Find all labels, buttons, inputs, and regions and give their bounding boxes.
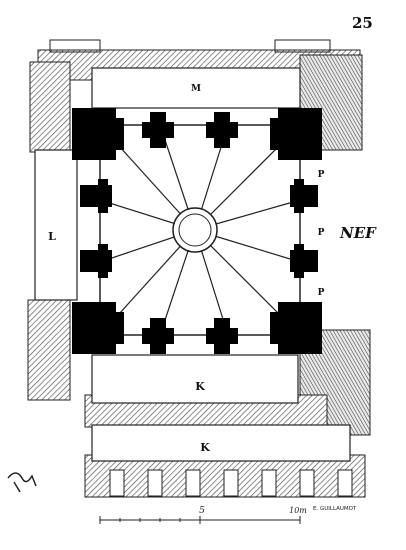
page-number: 25 xyxy=(352,14,373,32)
scale-end-label: 10m xyxy=(289,506,307,515)
pier-label-1: P xyxy=(318,170,325,180)
pier-label-2: P xyxy=(318,228,325,238)
room-label-bottom-bay: K xyxy=(200,441,210,454)
piers xyxy=(72,108,322,354)
room-label-left: L xyxy=(48,230,56,243)
scale-bar xyxy=(99,516,301,524)
bottom-openings xyxy=(109,469,353,497)
rooms xyxy=(34,67,351,462)
scale-mid-label: 5 xyxy=(199,506,205,516)
signature: E. GUILLAUMOT xyxy=(313,506,357,512)
room-label-lower-bay: K xyxy=(195,380,205,393)
side-annotation: NEF xyxy=(339,224,377,242)
pier-label-3: P xyxy=(318,288,325,298)
central-bay xyxy=(99,124,301,336)
room-label-top: M xyxy=(191,84,201,94)
monogram-icon xyxy=(7,472,37,493)
